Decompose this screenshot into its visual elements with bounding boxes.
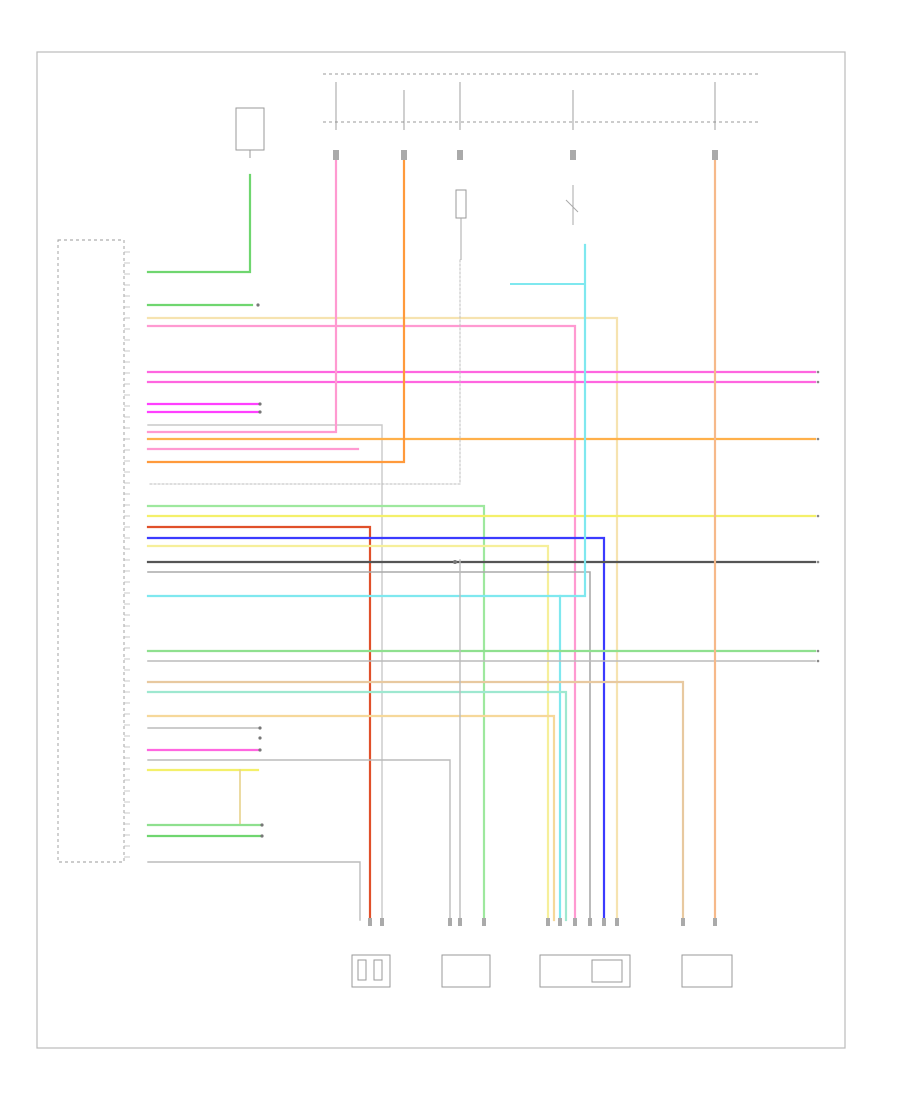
wire-pink-ic bbox=[146, 324, 577, 922]
wire-tan-2 bbox=[146, 680, 685, 922]
wire-orange-fuse2 bbox=[146, 158, 406, 464]
bottom-components bbox=[351, 954, 733, 988]
fuse-drops bbox=[335, 82, 716, 130]
fuse-labels bbox=[235, 107, 265, 158]
wire-gray-bottom bbox=[147, 861, 361, 921]
wire-blue-ic bbox=[146, 536, 606, 922]
fuse-connectors bbox=[333, 150, 718, 160]
wire-pink-fuse1 bbox=[146, 158, 338, 434]
wire-gray-3 bbox=[147, 759, 451, 921]
wire-tan-1 bbox=[146, 316, 619, 922]
wire-cyan-2 bbox=[146, 690, 568, 922]
transfer-case-module-box bbox=[235, 107, 265, 151]
fuel-tank-sensor-box bbox=[441, 954, 491, 988]
splices bbox=[256, 303, 457, 838]
wires bbox=[146, 158, 817, 922]
instrument-cluster-box bbox=[539, 954, 631, 988]
relay-box bbox=[681, 954, 733, 988]
wire-cyan-fuse4 bbox=[146, 243, 587, 598]
wire-green-module bbox=[146, 173, 252, 274]
wire-gray-fuse3 bbox=[147, 259, 461, 485]
brake-switch bbox=[455, 189, 467, 260]
pcm-outline bbox=[57, 239, 125, 863]
diagram-frame bbox=[36, 51, 846, 1049]
pcm-pins bbox=[124, 251, 130, 858]
component-stubs bbox=[368, 918, 717, 926]
wire-tan-3 bbox=[146, 714, 556, 922]
wire-gray-2 bbox=[147, 571, 591, 921]
wire-yellow-2 bbox=[146, 544, 550, 922]
right-terminations bbox=[816, 370, 820, 663]
wire-gray-1 bbox=[147, 424, 383, 921]
wire-green-tank bbox=[146, 504, 486, 922]
wire-red-sensor bbox=[146, 525, 372, 922]
o2-sensor-box bbox=[351, 954, 391, 988]
stop-lamp-switch bbox=[565, 185, 579, 225]
